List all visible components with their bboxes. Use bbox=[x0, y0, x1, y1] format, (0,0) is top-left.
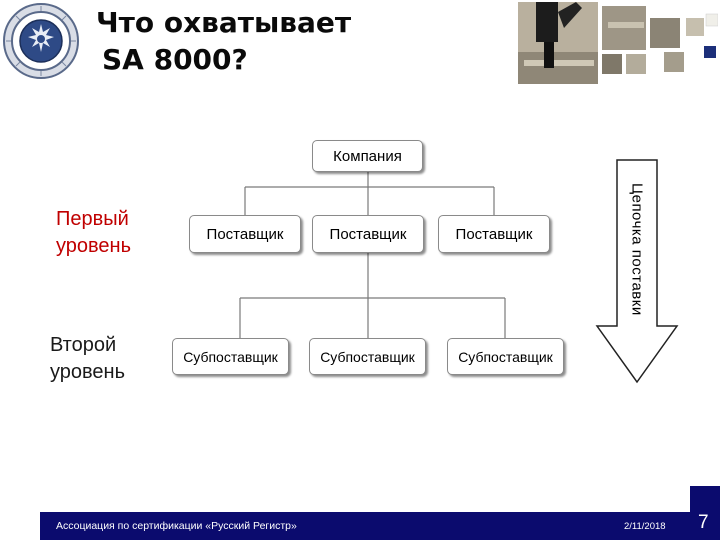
page-number: 7 bbox=[698, 512, 709, 533]
subcontractor-box-2: Субпоставщик bbox=[309, 338, 426, 375]
footer-bar: Ассоциация по сертификации «Русский Реги… bbox=[40, 512, 690, 540]
first-level-line-1: Первый bbox=[56, 208, 129, 230]
first-level-label: Первый уровень bbox=[56, 206, 131, 260]
title-line-1: Что охватывает bbox=[96, 6, 352, 39]
footer-organization: Ассоциация по сертификации «Русский Реги… bbox=[56, 520, 297, 532]
title-line-2: SA 8000? bbox=[102, 43, 248, 76]
footer-date: 2/11/2018 bbox=[624, 521, 666, 532]
subcontractor-box-1: Субпоставщик bbox=[172, 338, 289, 375]
supplier-box-2: Поставщик bbox=[312, 215, 424, 253]
supplier-box-3: Поставщик bbox=[438, 215, 550, 253]
second-level-line-2: уровень bbox=[50, 361, 126, 383]
supply-chain-arrow bbox=[595, 159, 679, 384]
company-box: Компания bbox=[312, 140, 423, 172]
russian-register-logo-icon bbox=[3, 3, 79, 79]
slide-title: Что охватывает SA 8000? bbox=[96, 4, 351, 78]
supply-chain-label: Цепочка поставки bbox=[628, 182, 646, 316]
second-level-label: Второй уровень bbox=[50, 332, 125, 386]
footer-accent-block bbox=[690, 486, 720, 540]
second-level-line-1: Второй bbox=[50, 334, 117, 356]
first-level-line-2: уровень bbox=[56, 235, 132, 257]
supplier-box-1: Поставщик bbox=[189, 215, 301, 253]
stairs-walking-photo bbox=[518, 2, 718, 84]
subcontractor-box-3: Субпоставщик bbox=[447, 338, 564, 375]
